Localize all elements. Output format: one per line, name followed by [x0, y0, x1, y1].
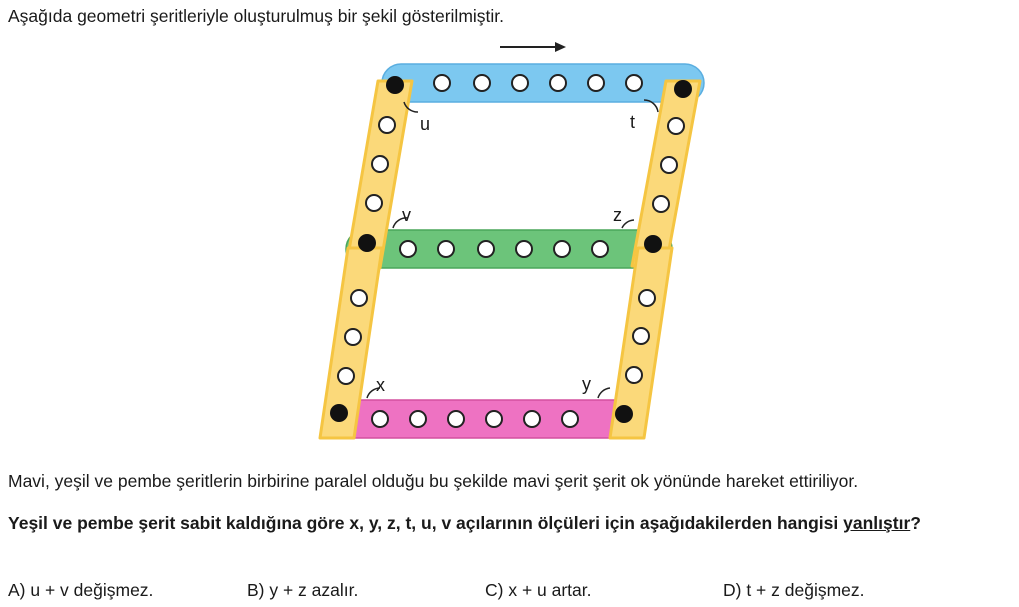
angle-arcs	[366, 99, 659, 399]
angle-label-y: y	[582, 374, 591, 394]
option-a[interactable]: A) u + v değişmez.	[8, 580, 154, 600]
option-c[interactable]: C) x + u artar.	[485, 580, 592, 600]
intro-text: Aşağıda geometri şeritleriyle oluşturulm…	[8, 6, 505, 26]
problem-paragraph: Mavi, yeşil ve pembe şeritlerin birbirin…	[8, 471, 859, 491]
green-strip	[345, 229, 673, 269]
question-mark: ?	[910, 513, 921, 533]
green-strip-holes	[399, 240, 609, 258]
angle-label-z: z	[613, 205, 622, 225]
pink-strip-holes	[371, 410, 579, 428]
option-d[interactable]: D) t + z değişmez.	[723, 580, 865, 600]
question-body: Yeşil ve pembe şerit sabit kaldığına gör…	[8, 513, 839, 533]
left-yellow-holes	[337, 116, 396, 385]
strip-figure: u t v z x y	[318, 42, 705, 440]
arrow-right-icon	[500, 42, 566, 52]
angle-label-x: x	[376, 375, 385, 395]
right-upper-yellow-strip	[630, 79, 702, 268]
question-text: Yeşil ve pembe şerit sabit kaldığına gör…	[8, 510, 1014, 537]
angle-label-v: v	[402, 205, 411, 225]
question-negative-word: yanlıştır	[843, 513, 911, 533]
option-b[interactable]: B) y + z azalır.	[247, 580, 359, 600]
pivot-pins	[330, 76, 692, 423]
right-yellow-holes	[625, 117, 685, 384]
angle-label-u: u	[420, 114, 430, 134]
blue-strip	[381, 63, 705, 103]
angle-label-t: t	[630, 112, 635, 132]
blue-strip-holes	[433, 74, 643, 92]
